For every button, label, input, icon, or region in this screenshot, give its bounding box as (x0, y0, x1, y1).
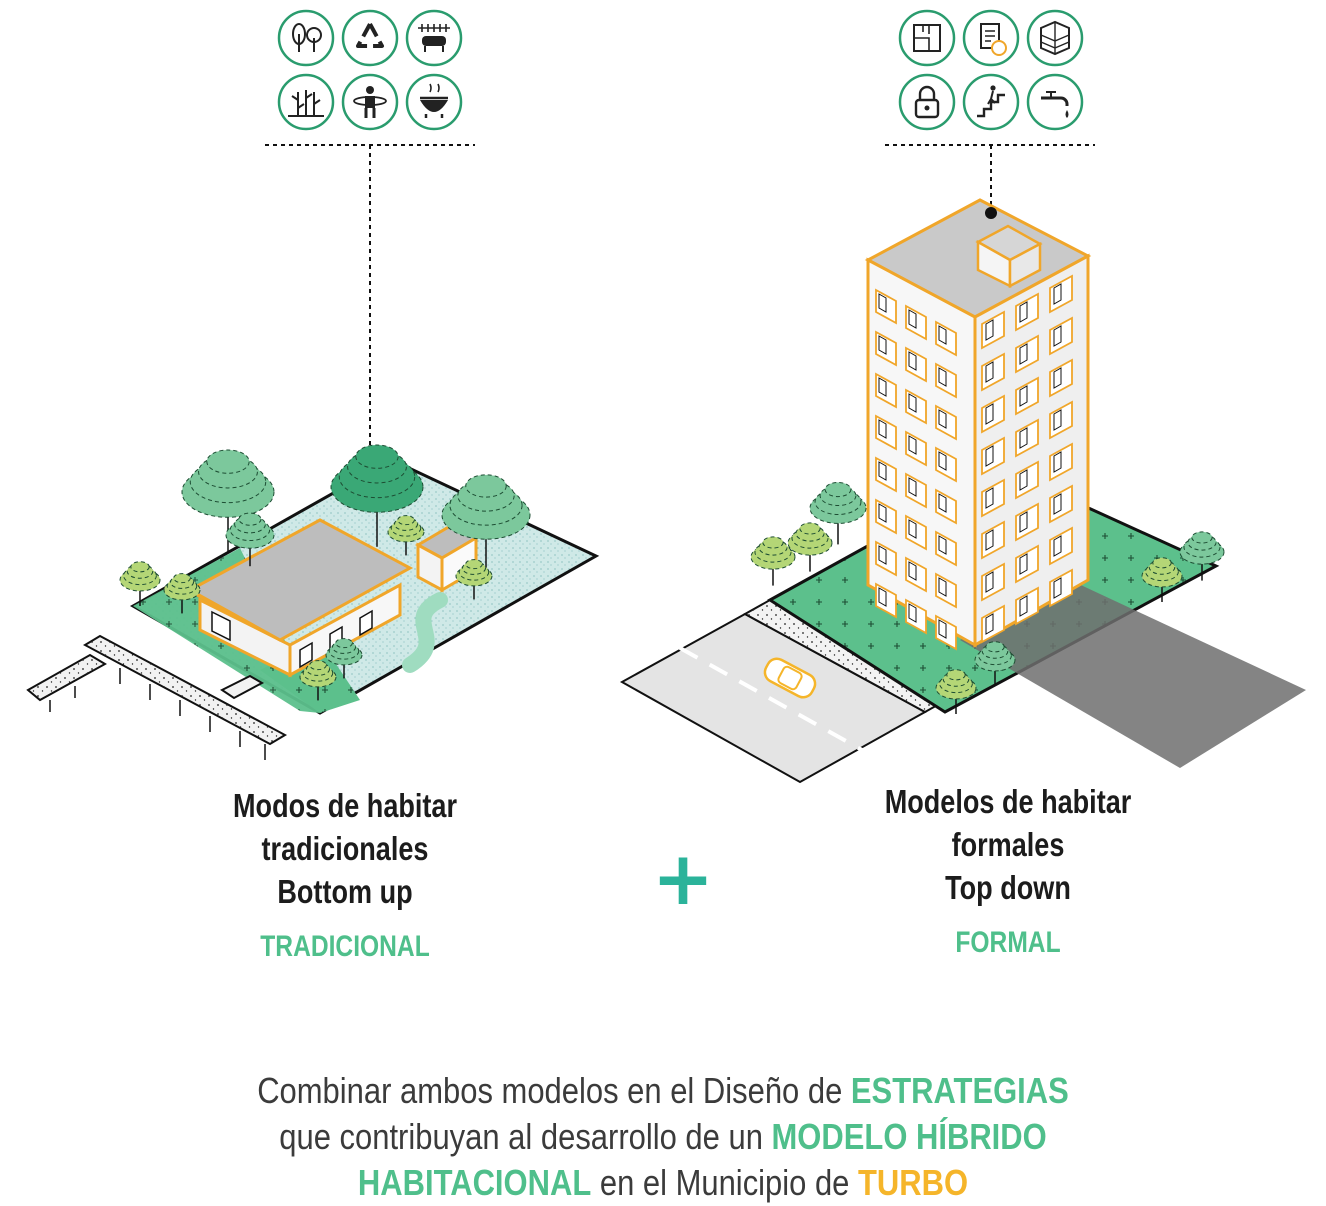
tree (441, 474, 531, 573)
tree (181, 449, 275, 552)
caption-line: Top down (945, 869, 1071, 906)
right-connector-dot (985, 207, 997, 219)
highlight-estrategias: ESTRATEGIAS (850, 1070, 1069, 1111)
tree (809, 481, 867, 545)
livestock-pen-icon (405, 9, 463, 67)
right-connector (885, 144, 1095, 213)
caption-line: Modos de habitar (232, 787, 458, 824)
building-shadow (960, 580, 1306, 768)
tree (387, 515, 425, 556)
highlight-habitacional: HABITACIONAL (357, 1162, 592, 1203)
plus-symbol: + (652, 836, 715, 922)
floor-plan-icon (898, 9, 956, 67)
formal-tag: FORMAL (955, 926, 1061, 959)
caption-line: tradicionales (261, 830, 429, 867)
crops-icon (277, 73, 335, 131)
trees-icon (277, 9, 335, 67)
summary-line-1: Combinar ambos modelos en el Diseño de E… (257, 1070, 1069, 1111)
tree (787, 522, 833, 572)
tower-building (864, 198, 1092, 651)
tree (163, 573, 201, 614)
tree (325, 638, 363, 679)
traditional-tag: TRADICIONAL (260, 930, 430, 963)
caption-line: Modelos de habitar (884, 783, 1132, 820)
caption-line: Bottom up (277, 873, 413, 910)
water-tap-icon (1026, 73, 1084, 131)
traditional-icons (277, 9, 463, 131)
tree (119, 561, 161, 606)
summary-line-3: HABITACIONAL en el Municipio de TURBO (357, 1162, 969, 1203)
tree (1141, 557, 1183, 602)
tree (1179, 531, 1225, 581)
tree (935, 669, 977, 714)
brick-wall-icon (1026, 9, 1084, 67)
formal-scene (619, 198, 1306, 784)
tree (299, 660, 337, 701)
padlock-icon (898, 73, 956, 131)
caption-line: formales (951, 826, 1065, 863)
summary-text: Combinar ambos modelos en el Diseño de E… (0, 1068, 1326, 1206)
traditional-caption: Modos de habitar tradicionales Bottom up (181, 784, 509, 913)
tree (225, 512, 275, 567)
fisherman-icon (341, 73, 399, 131)
tree (974, 641, 1016, 686)
housing-document-icon (962, 9, 1020, 67)
stairs-icon (962, 73, 1020, 131)
summary-line-2: que contribuyan al desarrollo de un MODE… (279, 1116, 1047, 1157)
left-connector (265, 144, 475, 519)
tree (455, 559, 493, 600)
tree (750, 536, 796, 586)
highlight-turbo: TURBO (858, 1162, 969, 1203)
formal-caption: Modelos de habitar formales Top down (844, 780, 1172, 909)
car (763, 657, 817, 699)
recycle-icon (341, 9, 399, 67)
cooking-pot-icon (405, 73, 463, 131)
highlight-modelo-hibrido: MODELO HÍBRIDO (771, 1116, 1047, 1157)
tree (330, 444, 424, 547)
formal-icons (898, 9, 1084, 131)
traditional-scene (26, 444, 600, 760)
